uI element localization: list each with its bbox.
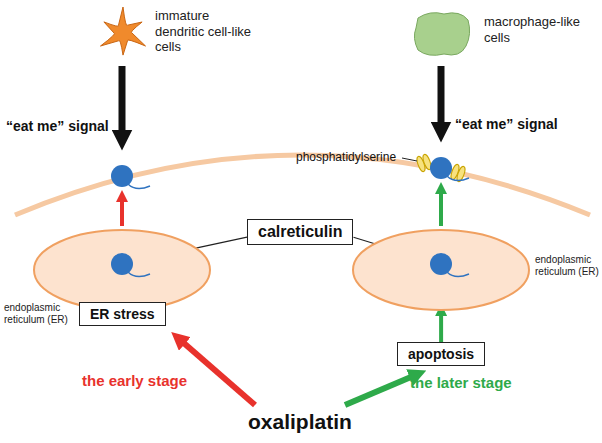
cell-membrane [15,155,590,215]
macrophage-cell: macrophage-like cells [410,8,474,60]
macrophage-cell-outline [410,8,474,60]
dendritic-cell: immature dendritic cell-like cells [95,6,151,60]
recognition-arrow [438,66,445,132]
box-text: calreticulin [258,223,342,241]
protein-box: calreticulin [247,219,353,245]
endoplasmic-reticulum-outline [351,228,531,312]
dendritic-cell-outline [95,6,151,60]
box-text: ER stress [90,306,155,322]
leader-line [402,158,417,161]
endoplasmic-reticulum: endoplasmic reticulum (ER) [351,228,531,312]
node-label: endoplasmic reticulum (ER) [4,302,70,326]
node-label: endoplasmic reticulum (ER) [535,254,599,278]
connector-line [196,237,247,248]
calreticulin-symbol [430,157,469,181]
translocation-arrow [439,188,443,226]
box-text: apoptosis [408,346,474,362]
process-box: ER stress [79,302,166,326]
recognition-arrow [119,66,126,140]
process-arrow [439,310,443,342]
molecule-label: phosphatidylserine [296,150,396,164]
stage-arrow [178,338,255,405]
signal-label: “eat me” signal [455,116,558,132]
calreticulin-symbol [111,165,150,189]
drug-label: oxaliplatin [248,410,352,434]
node-label: macrophage-like cells [484,14,584,45]
stage-label: the later stage [410,374,512,391]
node-label: immature dendritic cell-like cells [155,8,255,55]
stage-label: the early stage [82,372,187,389]
translocation-arrow [120,196,124,226]
signal-label: “eat me” signal [6,118,109,134]
process-box: apoptosis [397,342,485,366]
endoplasmic-reticulum-outline [32,228,212,312]
phosphatidylserine-symbol [415,153,466,182]
connector-line [354,237,375,244]
endoplasmic-reticulum: endoplasmic reticulum (ER) [32,228,212,312]
stage-arrow [345,374,418,405]
